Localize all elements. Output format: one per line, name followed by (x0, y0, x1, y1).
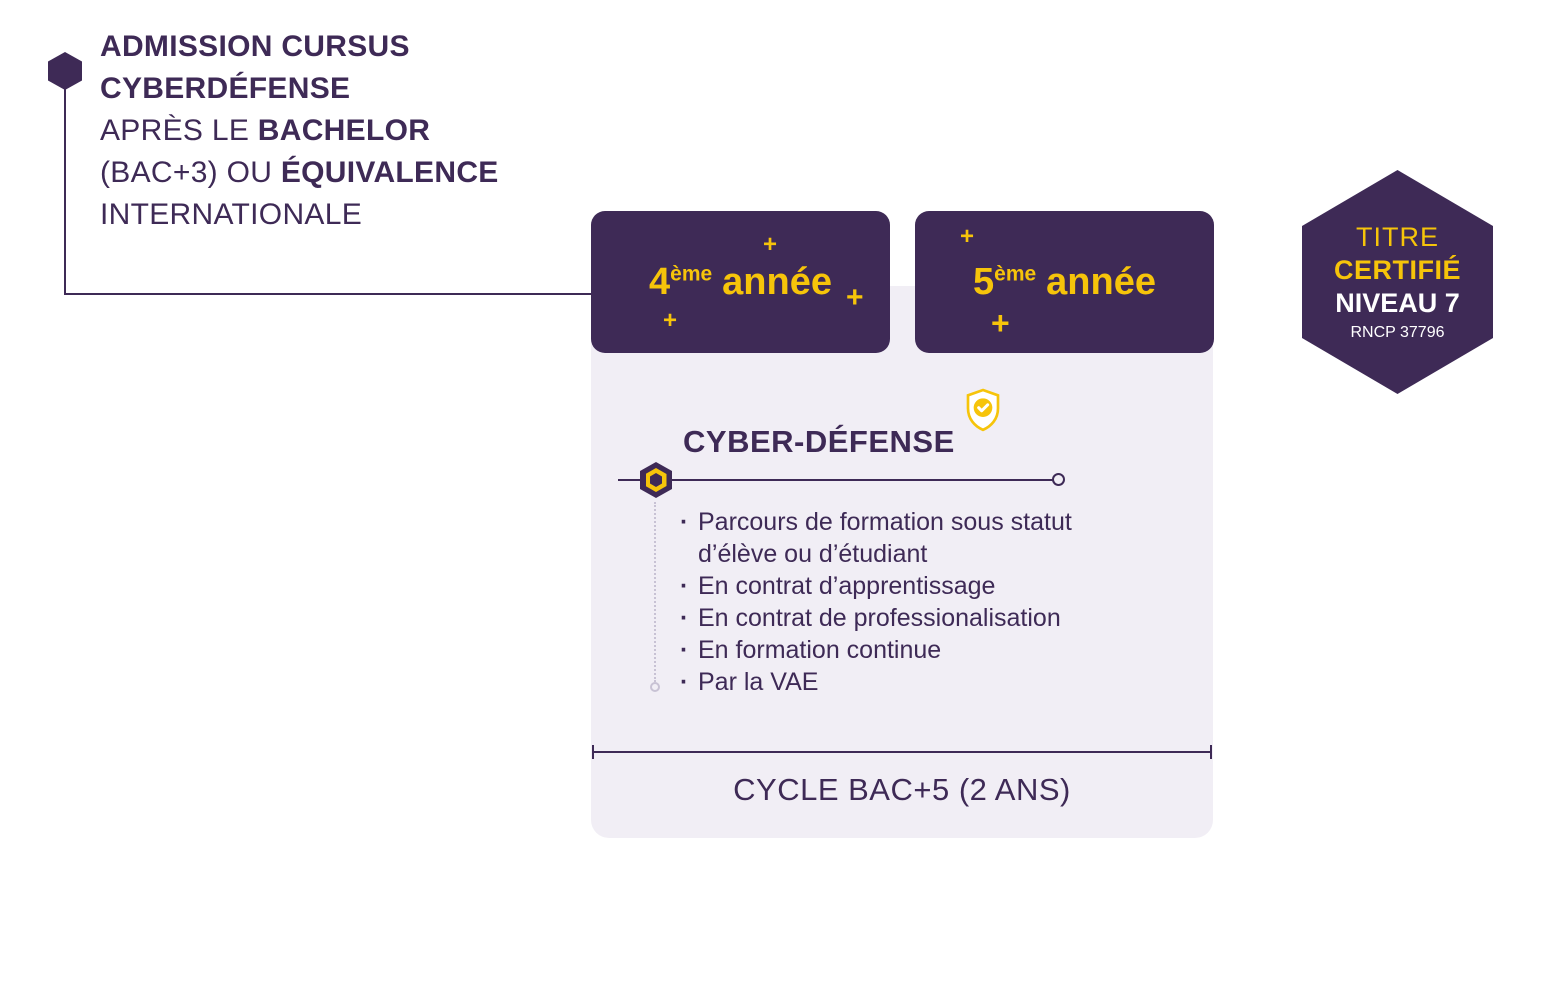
bullet-icon: · (680, 572, 689, 600)
plus-icon: + (663, 307, 678, 334)
connector-line-vertical (64, 86, 66, 294)
plus-icon: + (991, 305, 1010, 341)
list-item: ·En contrat d’apprentissage (680, 572, 996, 600)
cycle-divider (593, 751, 1211, 753)
header-line-4: (BAC+3) OU ÉQUIVALENCE (100, 156, 499, 189)
dotted-guide-line (654, 502, 656, 682)
shield-check-icon (963, 388, 1003, 437)
bullet-icon: · (680, 636, 689, 664)
program-bullet-list: ·Parcours de formation sous statut d’élè… (680, 506, 1125, 698)
connector-line-horizontal (64, 293, 591, 295)
certification-badge: TITRE CERTIFIÉ NIVEAU 7 RNCP 37796 (1302, 170, 1493, 394)
program-title: CYBER-DÉFENSE (683, 424, 955, 459)
list-item: ·En formation continue (680, 636, 942, 664)
plus-icon: + (960, 223, 975, 250)
cycle-label: CYCLE BAC+5 (2 ANS) (733, 772, 1071, 807)
hexagon-bullet-icon (48, 52, 82, 90)
program-panel (591, 286, 1213, 838)
header-line-2: CYBERDÉFENSE (100, 72, 351, 105)
cycle-divider-tick-right (1210, 745, 1212, 759)
bullet-icon: · (680, 604, 689, 632)
bullet-icon: · (680, 668, 689, 696)
list-item: ·En contrat de professionalisation (680, 604, 1061, 632)
list-item: ·Par la VAE (680, 668, 819, 696)
timeline-rule (618, 479, 1062, 481)
bullet-icon: · (680, 508, 689, 536)
plus-icon: + (763, 231, 778, 258)
badge-line-certifie: CERTIFIÉ (1333, 254, 1461, 285)
badge-line-rncp: RNCP 37796 (1350, 323, 1445, 341)
badge-line-titre: TITRE (1356, 221, 1439, 252)
header-line-3: APRÈS LE BACHELOR (100, 114, 431, 147)
badge-line-niveau: NIVEAU 7 (1335, 287, 1460, 318)
timeline-end-dot-icon (1052, 473, 1065, 486)
header-line-5: INTERNATIONALE (100, 198, 363, 231)
header-title-block: ADMISSION CURSUS CYBERDÉFENSE APRÈS LE B… (100, 26, 590, 236)
dotted-guide-end-circle-icon (650, 682, 660, 692)
list-item: ·Parcours de formation sous statut d’élè… (680, 508, 1072, 568)
plus-icon: + (846, 281, 864, 314)
header-line-1: ADMISSION CURSUS (100, 30, 410, 63)
cycle-divider-tick-left (592, 745, 594, 759)
